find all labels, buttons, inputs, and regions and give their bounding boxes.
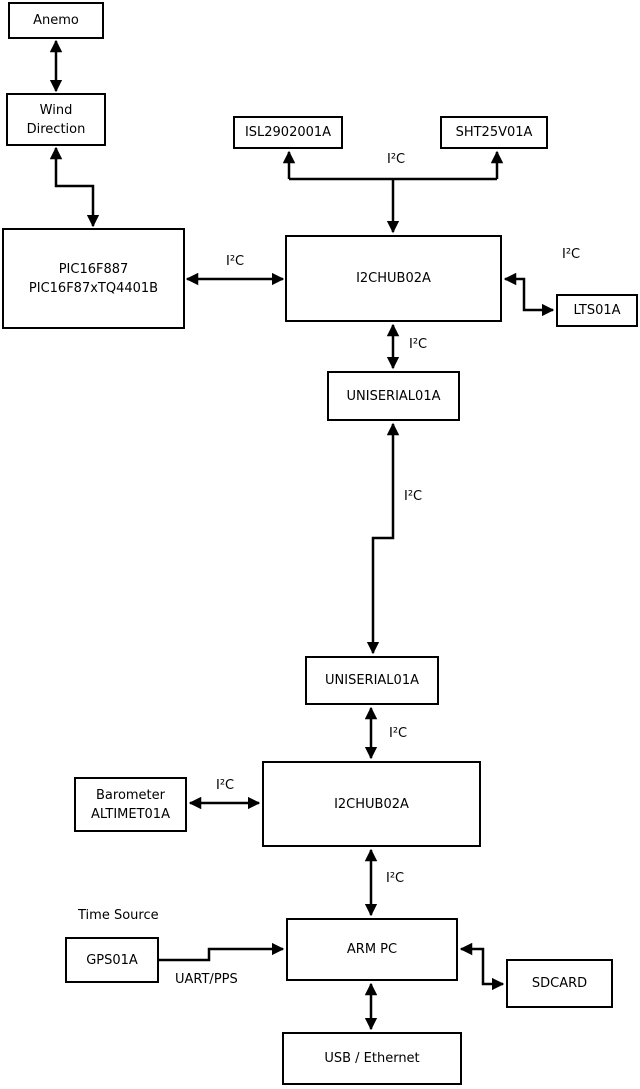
connector-gps-armpc bbox=[159, 942, 285, 962]
box-isl2902001a: ISL2902001A bbox=[233, 116, 343, 149]
box-pic16f887: PIC16F887 PIC16F87xTQ4401B bbox=[2, 228, 185, 329]
label-i2c-barometer-hub2: I²C bbox=[216, 778, 235, 793]
label-i2c-pic-hub1: I²C bbox=[226, 254, 245, 269]
label-uart-pps: UART/PPS bbox=[175, 972, 238, 987]
box-lts01a: LTS01A bbox=[556, 294, 638, 327]
box-barometer-altimet01a: Barometer ALTIMET01A bbox=[74, 777, 187, 832]
label-i2c-hub2-armpc: I²C bbox=[386, 871, 405, 886]
label-time-source: Time Source bbox=[78, 908, 159, 923]
box-i2chub02a-1: I2CHUB02A bbox=[285, 235, 502, 322]
box-arm-pc: ARM PC bbox=[286, 918, 458, 981]
box-wind-direction-label-line1: Wind bbox=[39, 102, 73, 118]
box-usb-ethernet: USB / Ethernet bbox=[282, 1032, 462, 1085]
label-i2c-uniserial-link: I²C bbox=[404, 489, 423, 504]
connector-armpc-sdcard bbox=[459, 942, 505, 991]
box-usb-ethernet-label: USB / Ethernet bbox=[324, 1051, 420, 1066]
connector-wind-direction-pic bbox=[49, 146, 100, 228]
box-uniserial01a-2: UNISERIAL01A bbox=[305, 656, 439, 705]
box-wind-direction: Wind Direction bbox=[6, 93, 106, 146]
box-barometer-label-line1: Barometer bbox=[96, 787, 165, 803]
box-i2chub02a-2-label: I2CHUB02A bbox=[334, 796, 409, 812]
box-pic16f887-label-line2: PIC16F87xTQ4401B bbox=[28, 280, 159, 296]
label-i2c-hub1-lts: I²C bbox=[562, 247, 581, 262]
box-lts01a-label: LTS01A bbox=[573, 303, 621, 318]
box-arm-pc-label: ARM PC bbox=[346, 942, 398, 957]
box-sdcard-label: SDCARD bbox=[531, 976, 588, 991]
box-uniserial01a-1-label: UNISERIAL01A bbox=[346, 388, 441, 404]
box-isl2902001a-label: ISL2902001A bbox=[244, 125, 332, 140]
box-wind-direction-label-line2: Direction bbox=[26, 121, 86, 137]
box-uniserial01a-2-label: UNISERIAL01A bbox=[325, 673, 419, 688]
box-sdcard: SDCARD bbox=[506, 959, 613, 1008]
connector-hub1-lts bbox=[503, 272, 555, 317]
box-i2chub02a-1-label: I2CHUB02A bbox=[356, 271, 431, 286]
box-anemo: Anemo bbox=[8, 2, 104, 39]
label-i2c-uniserial-hub2: I²C bbox=[389, 726, 408, 741]
connector-uniserial1-uniserial2 bbox=[366, 422, 400, 655]
box-i2chub02a-2: I2CHUB02A bbox=[262, 761, 481, 847]
box-sht25v01a: SHT25V01A bbox=[440, 116, 548, 149]
box-anemo-label: Anemo bbox=[33, 13, 79, 28]
box-gps01a: GPS01A bbox=[65, 937, 159, 983]
label-i2c-hub1-uniserial: I²C bbox=[409, 337, 428, 352]
box-sht25v01a-label: SHT25V01A bbox=[455, 125, 533, 140]
box-barometer-label-line2: ALTIMET01A bbox=[91, 806, 170, 822]
box-pic16f887-label-line1: PIC16F887 bbox=[58, 261, 129, 277]
box-gps01a-label: GPS01A bbox=[86, 952, 138, 968]
box-uniserial01a-1: UNISERIAL01A bbox=[327, 371, 460, 421]
label-i2c-sensor-bus: I²C bbox=[387, 152, 406, 167]
